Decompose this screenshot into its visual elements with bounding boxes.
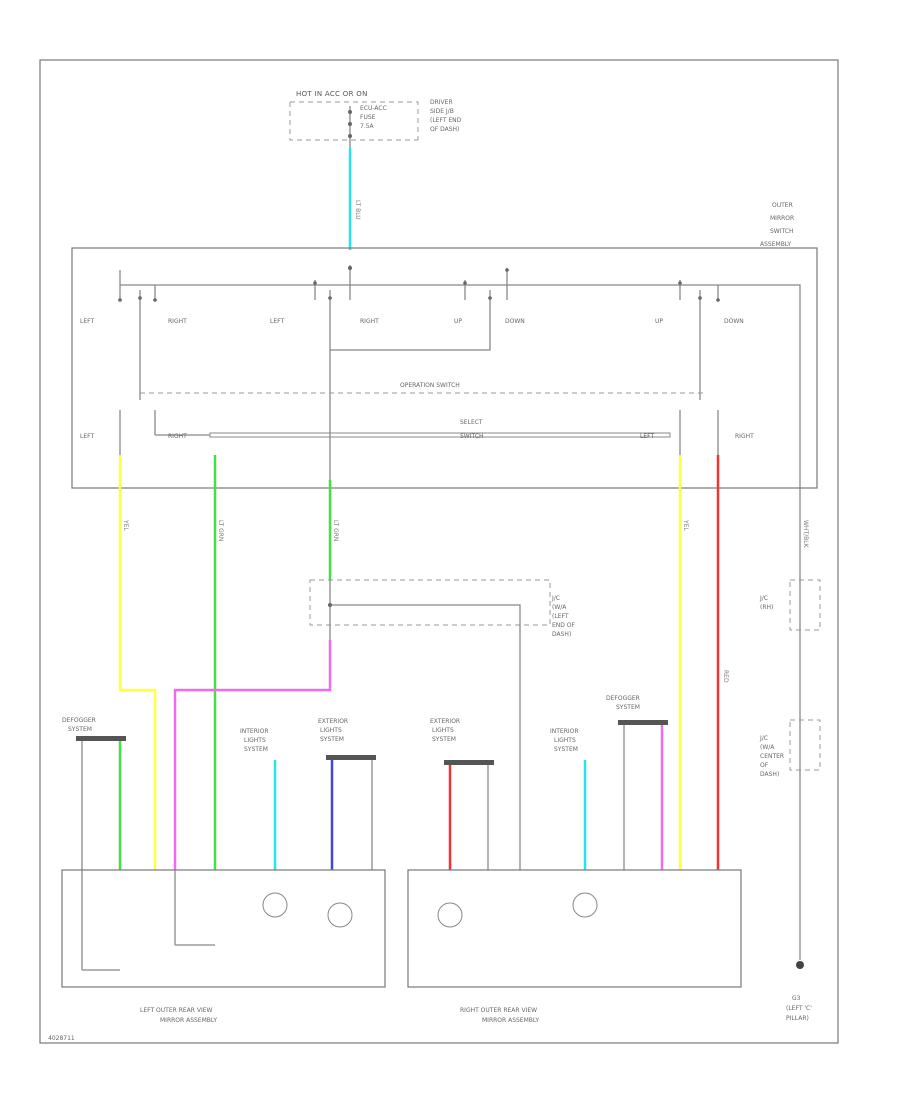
jc-right-lower-5: DASH)	[760, 771, 779, 778]
jc-right-lower-1: J/C	[759, 735, 768, 742]
jc-left-5: DASH)	[552, 631, 571, 638]
right-interior-1: INTERIOR	[550, 728, 579, 735]
fuse-block: HOT IN ACC OR ON ECU-ACC FUSE 7.5A DRIVE…	[289, 90, 462, 150]
left-lower-components: DEFOGGER SYSTEM INTERIOR LIGHTS SYSTEM E…	[61, 717, 386, 1024]
ground-label-1: G3	[792, 995, 801, 1002]
pos-bottom-left-1: LEFT	[80, 433, 94, 440]
wires: YEL LT GRN LT GRN YEL RED WHT/BLK	[118, 455, 809, 969]
wire-yel-right-label: YEL	[682, 519, 689, 531]
fuse-location-1: DRIVER	[430, 99, 453, 106]
left-defogger-2: SYSTEM	[68, 726, 92, 733]
right-exterior-3: SYSTEM	[432, 736, 456, 743]
junction-left: J/C (W/A (LEFT END OF DASH)	[309, 579, 576, 870]
switch-title-4: ASSEMBLY	[760, 241, 791, 248]
pos-top-left-2: LEFT	[270, 318, 284, 325]
right-interior-2: LIGHTS	[554, 737, 576, 744]
left-exterior-1: EXTERIOR	[318, 718, 348, 725]
pos-top-right-1: RIGHT	[168, 318, 187, 325]
pos-top-down-2: DOWN	[724, 318, 744, 325]
jc-left-1: J/C	[551, 595, 560, 602]
fuse-location-2: SIDE J/B	[430, 108, 454, 115]
select-switch-label-1: SELECT	[460, 419, 483, 426]
jc-right-lower-4: OF	[760, 762, 769, 769]
wire-yel-left-label: YEL	[122, 519, 129, 531]
right-mirror-2: MIRROR ASSEMBLY	[482, 1017, 539, 1024]
switch-title-1: OUTER	[772, 202, 793, 209]
footer-code: 4028711	[48, 1035, 75, 1042]
right-interior-3: SYSTEM	[554, 746, 578, 753]
fuse-name-1: ECU-ACC	[360, 105, 387, 112]
wire-yel-left	[118, 455, 157, 870]
diagram-border	[39, 59, 839, 1044]
fuse-location-3: (LEFT END	[430, 117, 462, 124]
feed-wire: LT BLU	[348, 148, 361, 250]
left-interior-2: LIGHTS	[244, 737, 266, 744]
wire-grn-center-label: LT GRN	[332, 520, 339, 541]
wire-pnk-left	[173, 640, 332, 870]
jc-right-lower-3: CENTER	[760, 753, 784, 760]
left-defogger-1: DEFOGGER	[62, 717, 96, 724]
pos-top-up-2: UP	[655, 318, 663, 325]
jc-right-upper-1: J/C	[759, 595, 768, 602]
jc-right-lower-2: (W/A	[760, 744, 775, 751]
fuse-name-2: FUSE	[360, 114, 376, 121]
ground-label-3: PILLAR)	[786, 1015, 809, 1022]
wire-red-right-label: RED	[722, 670, 729, 683]
right-exterior-1: EXTERIOR	[430, 718, 460, 725]
ground-label-2: (LEFT 'C'	[786, 1005, 812, 1012]
pos-top-up-1: UP	[454, 318, 462, 325]
fuse-header: HOT IN ACC OR ON	[296, 90, 368, 98]
pos-top-down-1: DOWN	[505, 318, 525, 325]
left-exterior-2: LIGHTS	[320, 727, 342, 734]
pos-top-left-1: LEFT	[80, 318, 94, 325]
pos-bottom-right-1: RIGHT	[168, 433, 187, 440]
switch-assembly: OUTER MIRROR SWITCH ASSEMBLY	[71, 202, 818, 489]
jc-right-upper-2: (RH)	[760, 604, 773, 611]
select-switch-label-2: SWITCH	[460, 433, 484, 440]
feed-wire-label: LT BLU	[354, 200, 361, 220]
fuse-location-4: OF DASH)	[430, 126, 459, 133]
junction-right: J/C (RH) J/C (W/A CENTER OF DASH)	[759, 579, 821, 778]
wire-ground-label: WHT/BLK	[802, 520, 809, 549]
right-lower-components: EXTERIOR LIGHTS SYSTEM INTERIOR LIGHTS S…	[407, 695, 812, 1024]
left-interior-1: INTERIOR	[240, 728, 269, 735]
left-interior-3: SYSTEM	[244, 746, 268, 753]
switch-title-3: SWITCH	[770, 228, 794, 235]
pos-top-right-2: RIGHT	[360, 318, 379, 325]
right-mirror-1: RIGHT OUTER REAR VIEW	[460, 1007, 537, 1014]
right-defogger-2: SYSTEM	[616, 704, 640, 711]
jc-left-3: (LEFT	[552, 613, 569, 620]
left-mirror-2: MIRROR ASSEMBLY	[160, 1017, 217, 1024]
right-defogger-1: DEFOGGER	[606, 695, 640, 702]
fuse-name-3: 7.5A	[360, 123, 375, 130]
left-exterior-3: SYSTEM	[320, 736, 344, 743]
operation-switch-label: OPERATION SWITCH	[400, 382, 460, 389]
pos-bottom-left-2: LEFT	[640, 433, 654, 440]
ground-point	[796, 961, 804, 969]
jc-left-2: (W/A	[552, 604, 567, 611]
left-mirror-1: LEFT OUTER REAR VIEW	[140, 1007, 213, 1014]
right-exterior-2: LIGHTS	[432, 727, 454, 734]
switch-contacts	[118, 268, 720, 480]
wire-grn-left-label: LT GRN	[217, 520, 224, 541]
switch-title-2: MIRROR	[770, 215, 794, 222]
pos-bottom-right-2: RIGHT	[735, 433, 754, 440]
jc-left-4: END OF	[552, 622, 576, 629]
